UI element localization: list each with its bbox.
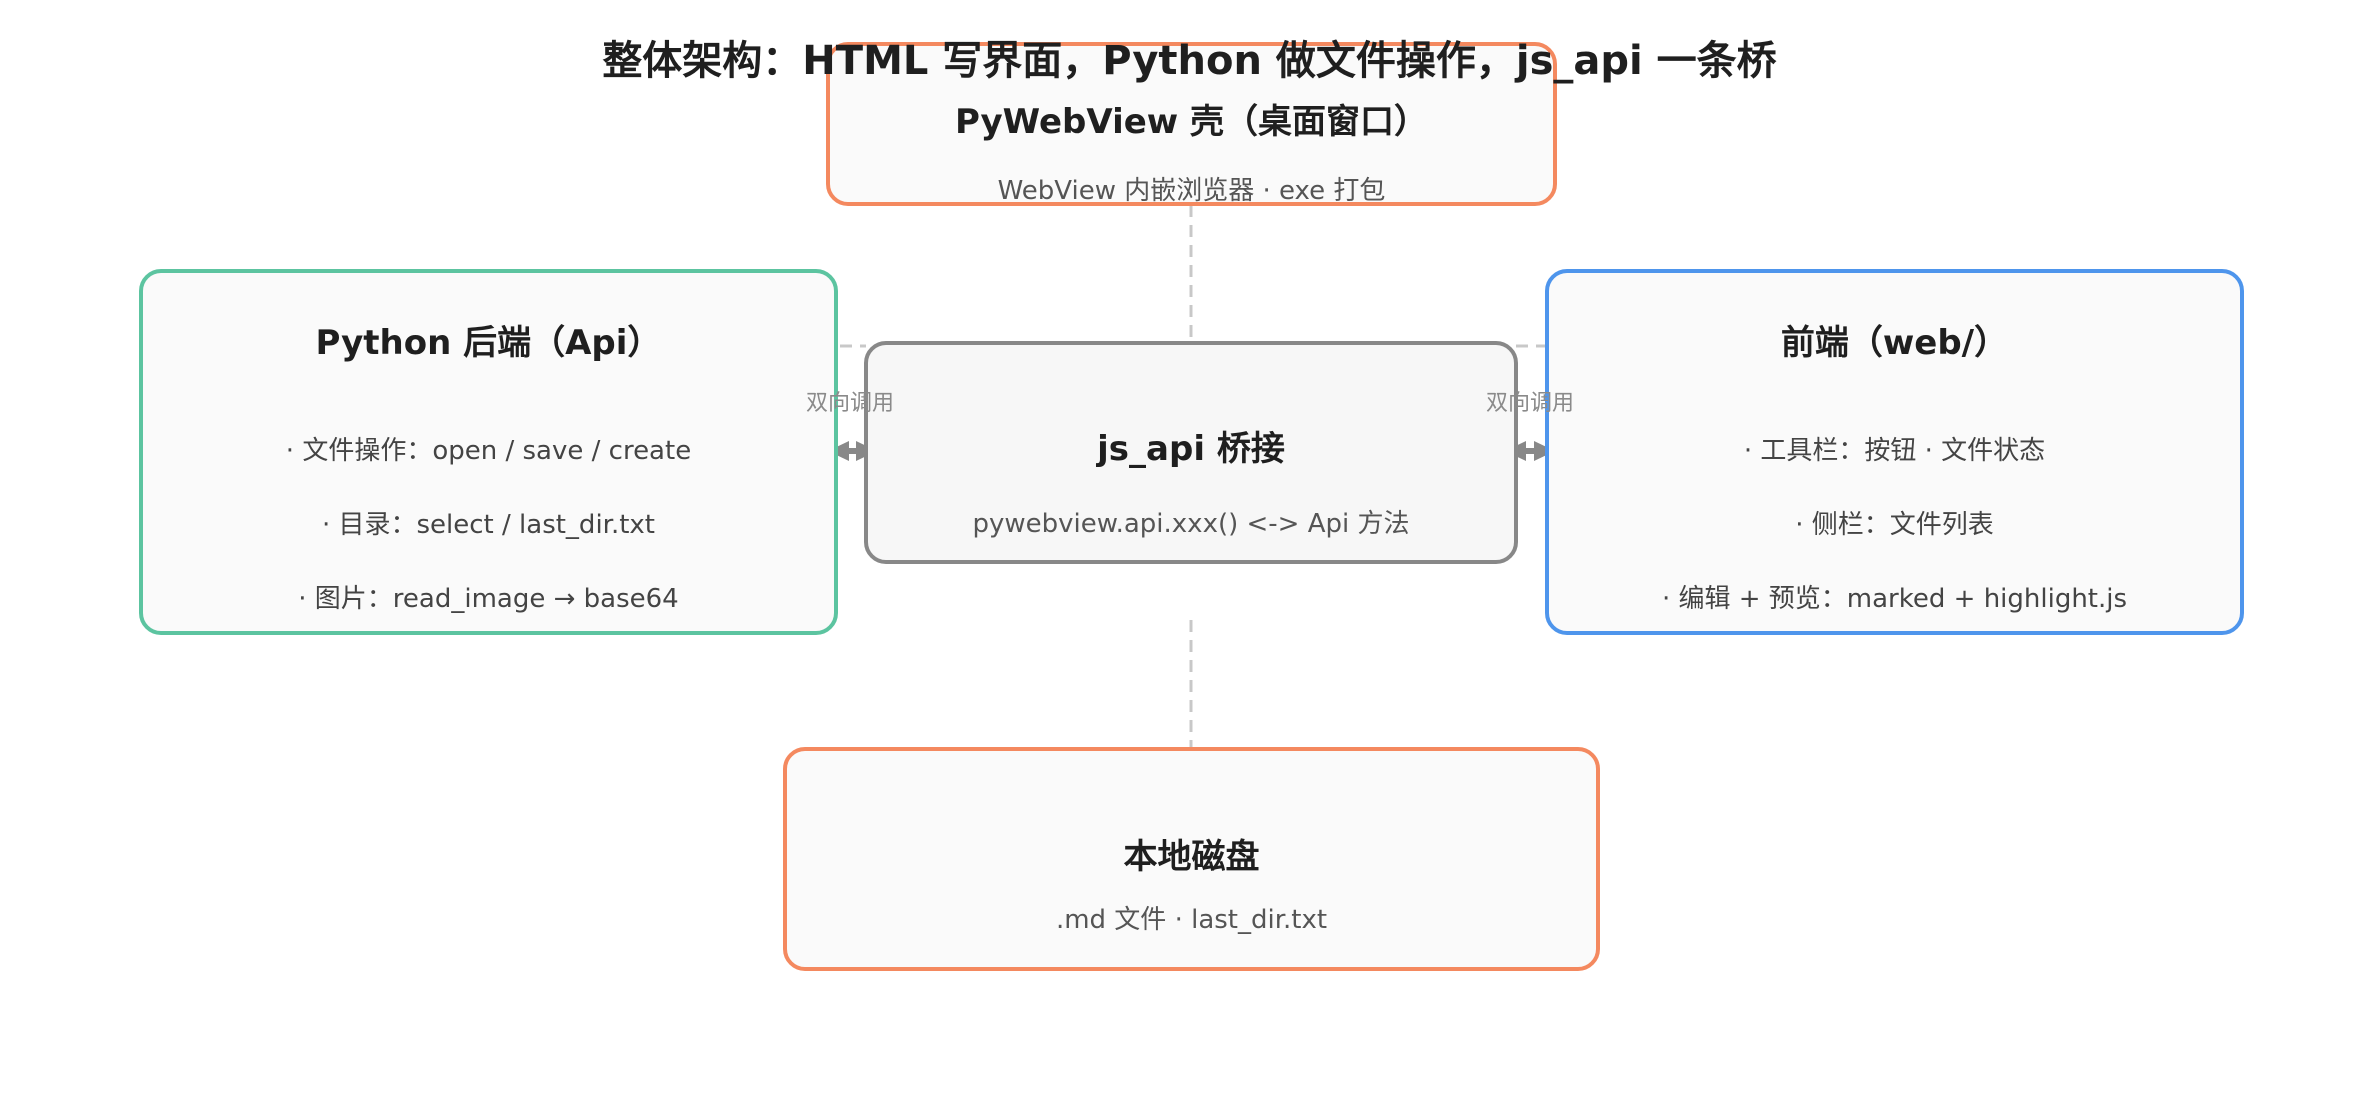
backend-item-directory: · 目录：select / last_dir.txt [321,510,656,540]
backend-side-arrowhead [828,441,849,461]
diagram-title: 整体架构：HTML 写界面，Python 做文件操作，js_api 一条桥 [602,38,1777,84]
shell-title: PyWebView 壳（桌面窗口） [954,102,1429,142]
right-bidirectional-label: 双向调用 [1486,391,1575,416]
frontend-web-box: 前端（web/） · 工具栏：按钮 · 文件状态 · 侧栏：文件列表 · 编辑 … [1545,269,2244,635]
bridge-title: js_api 桥接 [1097,429,1285,469]
python-backend-box: Python 后端（Api） · 文件操作：open / save / crea… [139,269,838,635]
disk-subtitle: .md 文件 · last_dir.txt [1055,905,1328,935]
frontend-item-toolbar: · 工具栏：按钮 · 文件状态 [1743,436,2046,466]
backend-item-image: · 图片：read_image → base64 [298,584,679,614]
left-bidirectional-label: 双向调用 [806,391,895,416]
backend-item-file-ops: · 文件操作：open / save / create [285,436,692,466]
backend-title: Python 后端（Api） [315,323,662,363]
pywebview-shell-box: PyWebView 壳（桌面窗口） WebView 内嵌浏览器 · exe 打包 [826,42,1557,206]
disk-title: 本地磁盘 [1123,837,1260,877]
frontend-item-editor-preview: · 编辑 + 预览：marked + highlight.js [1661,584,2128,614]
frontend-item-sidebar: · 侧栏：文件列表 [1795,510,1994,540]
local-disk-box: 本地磁盘 .md 文件 · last_dir.txt [783,747,1600,971]
shell-subtitle: WebView 内嵌浏览器 · exe 打包 [997,176,1386,206]
frontend-title: 前端（web/） [1780,323,2009,363]
bridge-subtitle: pywebview.api.xxx() <-> Api 方法 [972,509,1410,539]
frontend-side-arrowhead [1534,441,1555,461]
js-api-bridge-box: js_api 桥接 pywebview.api.xxx() <-> Api 方法 [864,341,1518,564]
